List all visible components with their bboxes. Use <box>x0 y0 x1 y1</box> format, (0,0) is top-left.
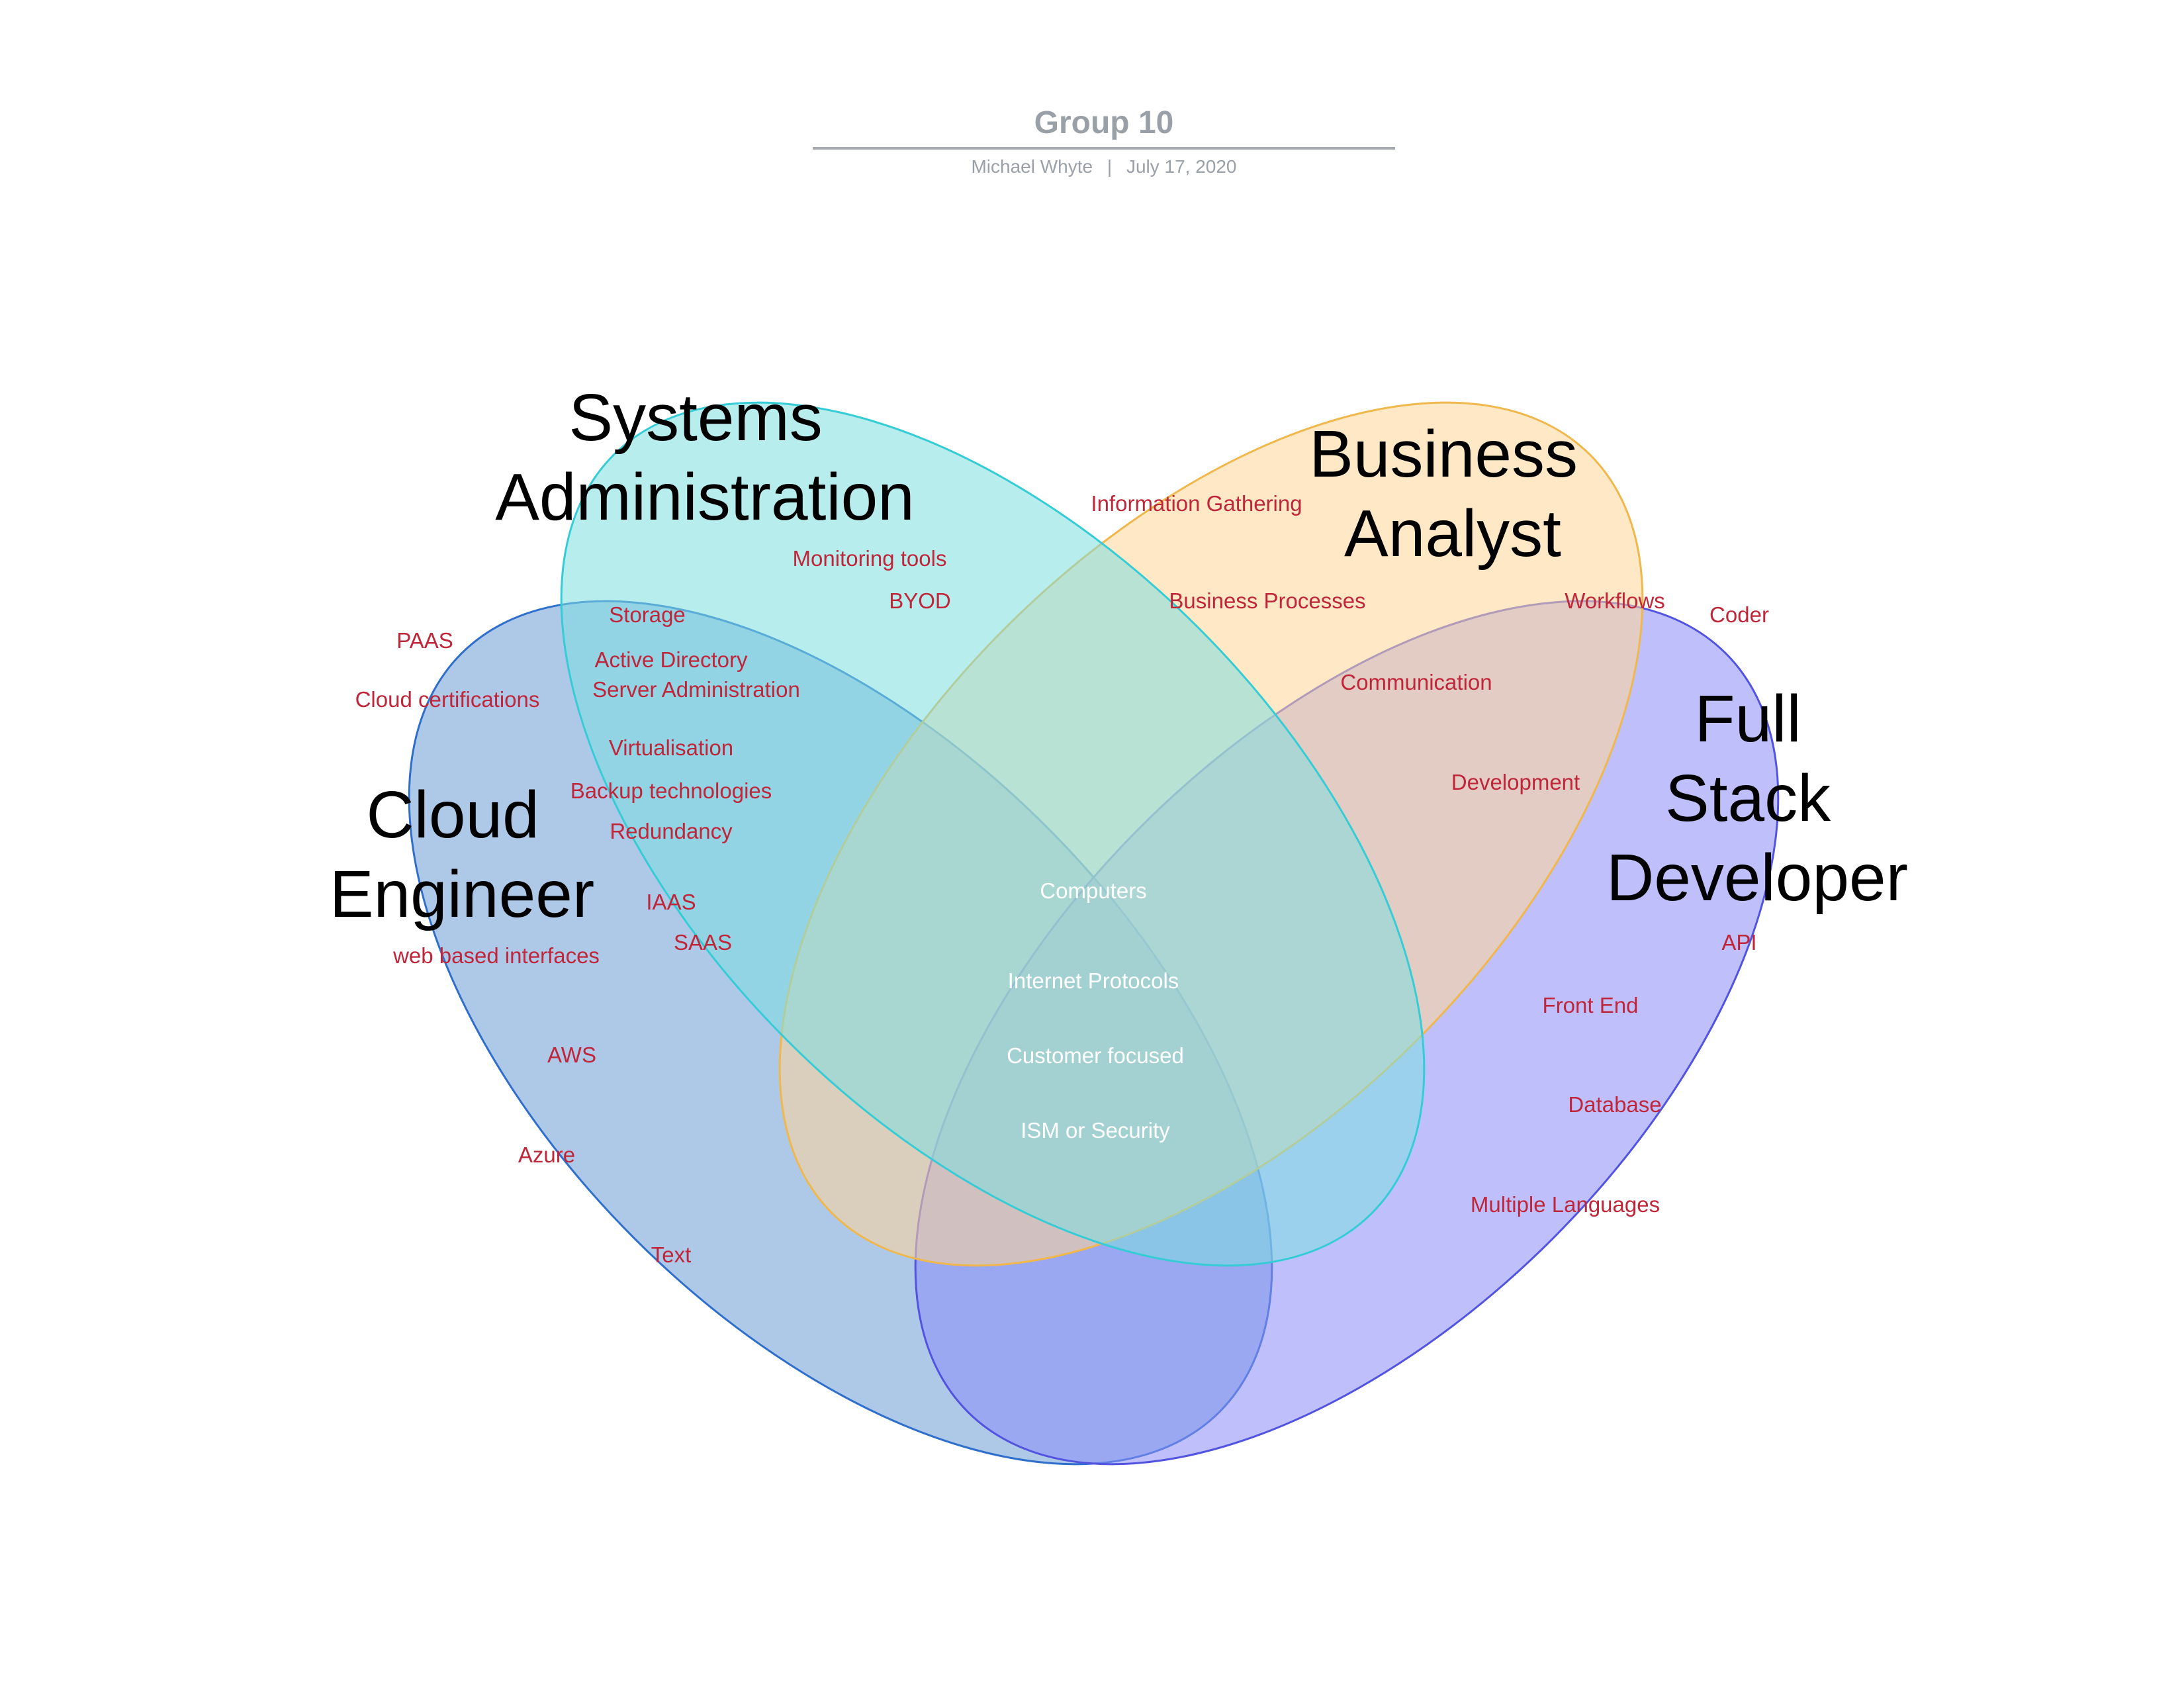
label-front-end: Front End <box>1543 993 1639 1017</box>
label-business-processes: Business Processes <box>1169 588 1365 613</box>
title-line: Full <box>1695 682 1801 756</box>
label-database: Database <box>1568 1092 1661 1117</box>
label-storage: Storage <box>609 602 686 627</box>
document-byline: Michael Whyte | July 17, 2020 <box>813 156 1395 177</box>
ellipse-systems-administration <box>560 401 1426 1267</box>
label-development: Development <box>1451 770 1580 794</box>
label-web-based-interfaces: web based interfaces <box>392 943 600 968</box>
document-title: Group 10 <box>1034 105 1174 140</box>
byline-separator: | <box>1107 156 1113 177</box>
set-title-business-analyst: Business Analyst <box>1309 417 1596 571</box>
label-communication: Communication <box>1340 670 1492 694</box>
label-information-gathering: Information Gathering <box>1091 491 1302 516</box>
label-paas: PAAS <box>396 628 453 653</box>
title-line: Business <box>1309 417 1578 491</box>
title-line: Stack <box>1665 761 1831 835</box>
label-ism-or-security: ISM or Security <box>1021 1118 1170 1143</box>
label-aws: AWS <box>547 1043 596 1067</box>
document-date: July 17, 2020 <box>1126 156 1237 177</box>
label-api: API <box>1721 930 1756 955</box>
title-line: Systems <box>569 381 822 455</box>
title-line: Analyst <box>1344 496 1561 571</box>
label-coder: Coder <box>1709 602 1769 627</box>
label-cloud-certifications: Cloud certifications <box>355 687 540 712</box>
title-line: Cloud <box>366 778 539 852</box>
title-line: Developer <box>1606 841 1908 915</box>
label-multiple-languages: Multiple Languages <box>1471 1192 1660 1217</box>
label-server-administration: Server Administration <box>592 677 800 702</box>
label-redundancy: Redundancy <box>610 819 733 843</box>
label-backup-technologies: Backup technologies <box>570 778 772 803</box>
label-iaas: IAAS <box>646 890 696 914</box>
label-internet-protocols: Internet Protocols <box>1008 968 1179 993</box>
label-text: Text <box>651 1243 692 1267</box>
label-monitoring-tools: Monitoring tools <box>793 546 947 571</box>
title-divider <box>813 147 1395 150</box>
title-line: Administration <box>495 460 915 534</box>
label-azure: Azure <box>518 1143 575 1167</box>
set-title-full-stack-developer: Full Stack Developer <box>1606 682 1908 915</box>
label-saas: SAAS <box>674 930 732 955</box>
label-virtualisation: Virtualisation <box>609 735 733 760</box>
label-workflows: Workflows <box>1565 588 1665 613</box>
author-name: Michael Whyte <box>971 156 1093 177</box>
label-byod: BYOD <box>889 588 951 613</box>
set-title-cloud-engineer: Cloud Engineer <box>330 778 594 931</box>
label-customer-focused: Customer focused <box>1007 1043 1184 1068</box>
set-title-systems-administration: Systems Administration <box>495 381 915 534</box>
label-computers: Computers <box>1040 878 1146 903</box>
label-active-directory: Active Directory <box>594 647 748 672</box>
title-line: Engineer <box>330 857 594 931</box>
